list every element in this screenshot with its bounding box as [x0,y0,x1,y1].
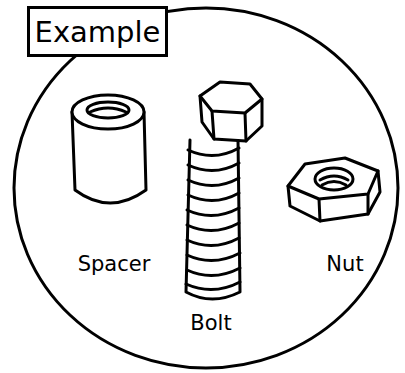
bolt-thread [188,193,239,201]
spacer-top [72,95,144,129]
bolt-drawing [186,82,262,299]
nut-drawing [288,158,380,221]
spacer-drawing [72,95,146,203]
bolt-thread [188,163,239,171]
bolt-thread [187,208,239,216]
spacer-hole-edge [90,108,126,112]
part-name: Spacer [78,252,151,276]
bolt-thread [188,148,239,156]
bolt-shaft [186,140,240,299]
bolt-thread [187,223,239,231]
bolt-thread [187,238,239,246]
bolt-head-edge [212,111,246,141]
part-name: Nut [326,252,363,276]
nut-top [288,158,378,199]
spacer-hole [87,102,129,118]
heading-box: Example [27,6,168,57]
bolt-thread [188,178,239,186]
part-name: Bolt [190,311,231,335]
nut-thread [320,176,348,185]
bolt-thread [187,268,240,276]
nut-hole [315,168,353,190]
bolt-thread [186,282,240,290]
bolt-head-top [200,82,262,113]
heading-text: Example [35,15,161,49]
bolt-thread [187,253,240,261]
enclosing-circle [14,8,398,368]
